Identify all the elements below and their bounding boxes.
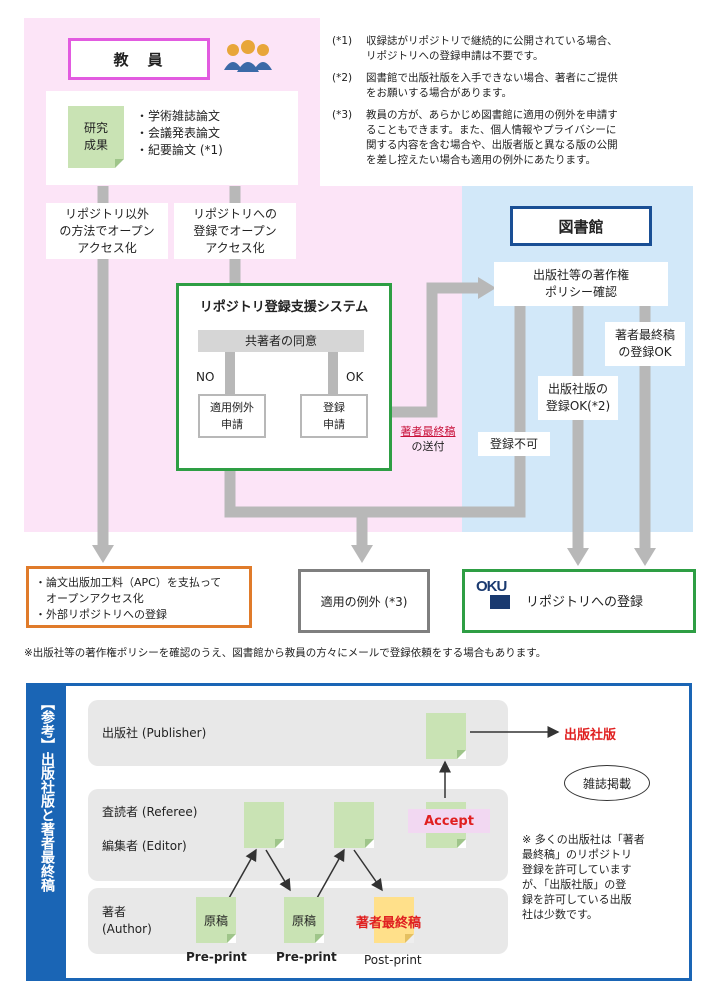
referee-row-label: 査読者 (Referee) <box>102 805 198 819</box>
repository-outcome-label: リポジトリへの登録 <box>526 595 644 610</box>
accept-badge: Accept <box>408 809 490 833</box>
draft-paper-2: 原稿 <box>284 897 324 943</box>
policy-check-box: 出版社等の著作権 ポリシー確認 <box>494 262 668 306</box>
register-apply-box: 登録 申請 <box>300 394 368 438</box>
draft-2-label: 原稿 <box>291 913 316 928</box>
research-item-1: ・学術雑誌論文 <box>136 109 221 123</box>
final-label: 著者最終稿 <box>356 916 422 931</box>
final-paper <box>374 897 414 943</box>
publisher-version-label: 出版社版 <box>564 728 617 743</box>
system-title: リポジトリ登録支援システム <box>199 300 369 315</box>
consent-ok: OK <box>346 370 364 384</box>
publisher-ok-box: 出版社版の 登録OK(*2) <box>538 376 618 420</box>
footnote: ※出版社等の著作権ポリシーを確認のうえ、図書館から教員の方々にメールで登録依頼を… <box>24 647 547 659</box>
apc-outcome-box: ・論文出版加工料（APC）を支払って オープンアクセス化 ・外部リポジトリへの登… <box>26 566 252 628</box>
people-icon <box>224 40 272 72</box>
coauthor-consent-bar: 共著者の同意 <box>198 330 364 352</box>
preprint-label-2: Pre-print <box>276 950 337 964</box>
apc-item-1: ・論文出版加工料（APC）を支払って オープンアクセス化 <box>35 576 222 605</box>
journal-label: 雑誌掲載 <box>582 776 631 791</box>
research-label: 研究 成果 <box>83 121 108 152</box>
path-other-methods: リポジトリ以外 の方法でオープン アクセス化 <box>46 203 168 259</box>
not-allowed-box: 登録不可 <box>478 432 550 456</box>
consent-branches <box>225 352 338 396</box>
research-paper-icon: 研究 成果 <box>68 106 124 168</box>
postprint-label: Post-print <box>364 953 422 967</box>
oku-logo: OKU <box>476 578 516 618</box>
accept-label: Accept <box>424 813 474 829</box>
note-3: (*3) 教員の方が、あらかじめ図書館に適用の例外を申請す ることもできます。ま… <box>332 109 618 166</box>
author-row-label: 著者 (Author) <box>102 905 152 936</box>
author-final-ok-box: 著者最終稿 の登録OK <box>605 322 685 366</box>
register-apply-label: 登録 申請 <box>323 401 345 431</box>
repository-system-box <box>176 283 392 471</box>
faculty-title: 教 員 <box>113 50 165 69</box>
publisher-ok-label: 出版社版の 登録OK(*2) <box>545 382 611 413</box>
apc-item-2: ・外部リポジトリへの登録 <box>35 608 167 621</box>
consent-no: NO <box>196 370 215 384</box>
send-final-suffix: の送付 <box>411 440 445 453</box>
library-title-box: 図書館 <box>510 206 652 246</box>
notes-block: (*1) 収録誌がリポジトリで継続的に公開されている場合、 リポジトリへの登録申… <box>332 34 702 168</box>
exception-outcome-box: 適用の例外 (*3) <box>298 569 430 633</box>
editor-row-label: 編集者 (Editor) <box>102 839 187 853</box>
send-final-red: 著者最終稿 <box>400 425 456 438</box>
exception-apply-label: 適用例外 申請 <box>210 401 254 431</box>
exception-outcome-label: 適用の例外 (*3) <box>320 594 408 609</box>
draft-1-label: 原稿 <box>203 913 228 928</box>
note-1: (*1) 収録誌がリポジトリで継続的に公開されている場合、 リポジトリへの登録申… <box>332 35 618 62</box>
exception-apply-box: 適用例外 申請 <box>198 394 266 438</box>
path-repository: リポジトリへの 登録でオープン アクセス化 <box>174 203 296 259</box>
draft-paper-1: 原稿 <box>196 897 236 943</box>
note-2: (*2) 図書館で出版社版を入手できない場合、著者にご提供 をお願いする場合があ… <box>332 72 618 99</box>
author-final-ok-label: 著者最終稿 の登録OK <box>614 328 675 359</box>
path-other-label: リポジトリ以外 の方法でオープン アクセス化 <box>59 206 155 255</box>
publisher-row-label: 出版社 (Publisher) <box>102 726 207 740</box>
faculty-title-box: 教 員 <box>68 38 210 80</box>
journal-bubble: 雑誌掲載 <box>564 765 650 801</box>
reference-side-title-bar <box>26 683 66 981</box>
coauthor-consent-label: 共著者の同意 <box>244 333 317 348</box>
library-title: 図書館 <box>558 217 604 236</box>
not-allowed-label: 登録不可 <box>489 436 538 451</box>
publisher-paper <box>426 713 466 759</box>
research-item-2: ・会議発表論文 <box>136 126 221 140</box>
research-item-3: ・紀要論文 (*1) <box>136 143 223 157</box>
reference-side-title: 【参考】出版社版と著者最終稿 <box>39 696 55 892</box>
send-final-label: 著者最終稿 の送付 <box>398 424 458 454</box>
referee-paper-1 <box>244 802 284 848</box>
path-repo-label: リポジトリへの 登録でオープン アクセス化 <box>192 206 277 255</box>
preprint-label-1: Pre-print <box>186 950 247 964</box>
reference-side-note: ※ 多くの出版社は「著者 最終稿」のリポジトリ 登録を許可しています が、「出版… <box>522 833 645 921</box>
referee-paper-2 <box>334 802 374 848</box>
policy-check-label: 出版社等の著作権 ポリシー確認 <box>532 268 629 299</box>
